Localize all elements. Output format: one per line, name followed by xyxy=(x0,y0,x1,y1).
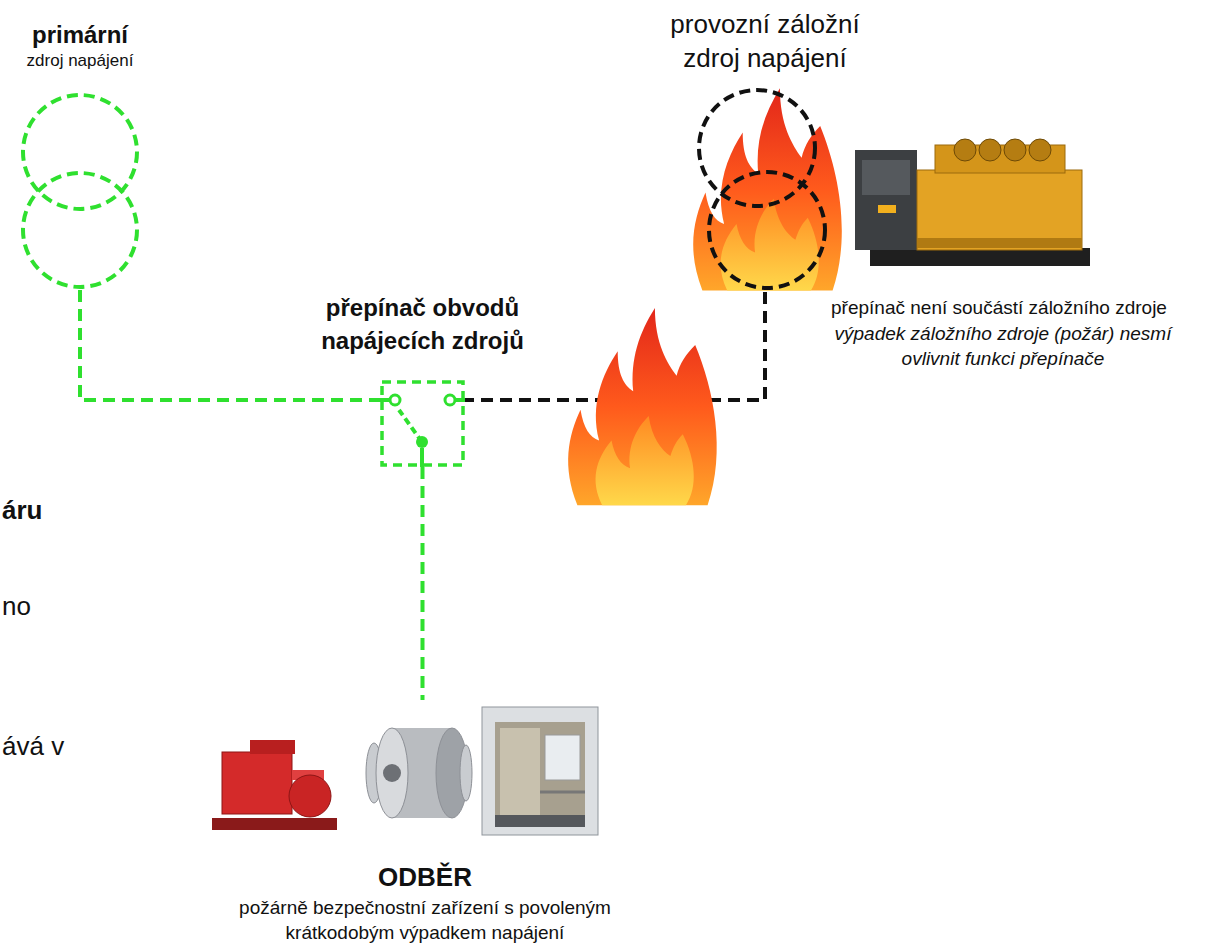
panel-door xyxy=(862,160,910,195)
cut-off-text: áru xyxy=(2,494,42,528)
power-line xyxy=(421,467,425,700)
switch-pivot xyxy=(416,436,428,448)
fire-icon xyxy=(568,308,717,505)
node-caption: přepínač obvodů napájecích zdrojů xyxy=(288,291,558,358)
note-text: výpadek záložního zdroje (požár) nesmí o… xyxy=(803,322,1203,371)
lift-handrail xyxy=(540,791,585,794)
fan-hub xyxy=(383,764,401,782)
lift-picture xyxy=(482,707,598,835)
node-caption: provozní záložní zdroj napájení xyxy=(640,8,890,76)
engine-block xyxy=(917,170,1082,250)
transformer-black-symbol xyxy=(695,86,835,292)
lift-mirror xyxy=(545,735,580,780)
node-title: přepínač obvodů napájecích zdrojů xyxy=(288,291,558,358)
fan-picture xyxy=(366,728,472,818)
pump-engine xyxy=(222,752,292,814)
winding-circle xyxy=(23,173,137,287)
switch-lead xyxy=(420,448,424,467)
primary-source: primárnízdroj napájení xyxy=(20,92,140,290)
node-title: ODBĚR xyxy=(200,861,650,895)
switch-symbol xyxy=(380,380,465,467)
fire-pump-picture xyxy=(212,740,337,830)
switch-contact xyxy=(445,395,455,405)
winding-circle xyxy=(699,90,815,206)
pump-volute xyxy=(289,775,331,817)
turbo xyxy=(979,139,1001,161)
fan-flange xyxy=(460,745,472,801)
lift-cabin xyxy=(495,722,585,827)
pump-base xyxy=(212,818,337,830)
turbo xyxy=(1004,139,1026,161)
winding-circle xyxy=(709,172,825,288)
generator-picture xyxy=(855,139,1090,266)
generator-base xyxy=(870,248,1090,266)
backup-source: provozní záložní zdroj napájení xyxy=(695,86,835,292)
node-caption: primárnízdroj napájení xyxy=(5,20,155,72)
lift-floor xyxy=(495,815,585,827)
switch-contact xyxy=(390,395,400,405)
node-caption: ODBĚRpožárně bezpečnostní zařízení s pov… xyxy=(200,861,650,946)
node-subtitle: zdroj napájení xyxy=(5,50,155,72)
cut-off-text: ává v xyxy=(2,730,64,764)
pump-tank xyxy=(250,740,295,754)
node-title: primární xyxy=(5,20,155,50)
fire-icon xyxy=(693,88,842,290)
cut-off-text: no xyxy=(2,590,31,624)
turbo xyxy=(954,139,976,161)
lift-frame xyxy=(482,707,598,835)
engine-rail xyxy=(917,238,1082,248)
control-panel xyxy=(855,150,917,250)
transfer-switch: přepínač obvodů napájecích zdrojů xyxy=(380,380,465,467)
panel-badge xyxy=(878,205,896,213)
fan-front xyxy=(376,728,408,818)
node-title: provozní záložní zdroj napájení xyxy=(640,8,890,76)
load-group: ODBĚRpožárně bezpečnostní zařízení s pov… xyxy=(200,700,650,950)
node-subtitle: požárně bezpečnostní zařízení s povolený… xyxy=(200,895,650,946)
lift-panel xyxy=(500,728,540,823)
note-text: přepínač není součástí záložního zdroje xyxy=(785,296,1213,321)
turbo xyxy=(1029,139,1051,161)
transformer-green-symbol xyxy=(20,92,140,290)
